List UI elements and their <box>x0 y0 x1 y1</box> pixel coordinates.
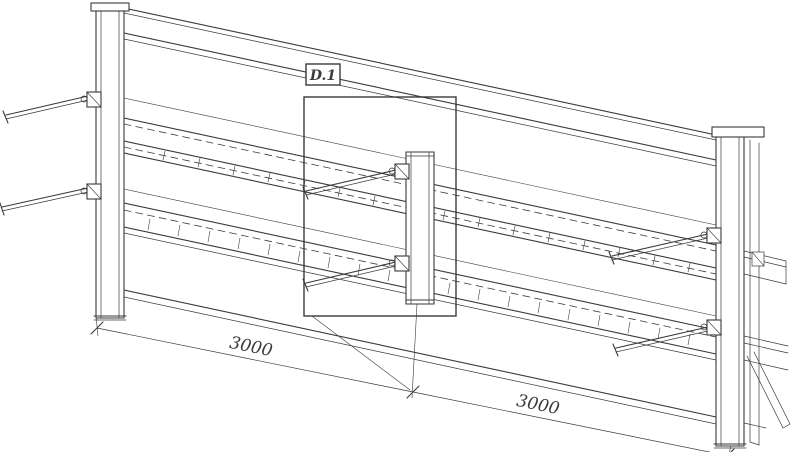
extension-line-left <box>95 315 99 337</box>
right-post <box>711 126 765 449</box>
middle-post <box>405 151 435 305</box>
tie-rod-upper-middle <box>302 163 410 200</box>
tie-rod-lower-middle <box>302 255 410 292</box>
tie-rod-lower-left <box>0 183 102 216</box>
right-end-brackets <box>743 250 791 429</box>
detail-label-box <box>305 63 341 86</box>
hatch-ticks-middle-rail <box>162 150 691 273</box>
dimensions: 3000 3000 <box>90 303 735 452</box>
detail-label: D.1 <box>309 68 336 84</box>
dimension-line-segment-1 <box>96 327 414 393</box>
leader-line <box>311 315 411 391</box>
tie-rod-lower-right <box>612 319 722 357</box>
dimension-label-1: 3000 <box>228 333 275 361</box>
tie-rod-upper-right <box>608 227 722 265</box>
left-post <box>90 2 130 321</box>
hatch-ticks-bottom-plank <box>147 218 691 346</box>
tie-rod-upper-left <box>2 91 102 124</box>
dimension-tick-3 <box>730 448 735 452</box>
dimension-label-2: 3000 <box>515 391 562 419</box>
dimension-tick-1 <box>90 321 104 335</box>
detail-callout: D.1 <box>303 63 457 317</box>
extension-line-right <box>729 445 732 452</box>
extension-line-middle <box>411 303 418 399</box>
dimension-line-segment-2 <box>412 391 712 452</box>
base-rails <box>123 289 745 431</box>
detail-callout-frame <box>303 96 457 317</box>
top-rail-plank <box>123 7 745 173</box>
dimension-tick-2 <box>406 385 420 399</box>
